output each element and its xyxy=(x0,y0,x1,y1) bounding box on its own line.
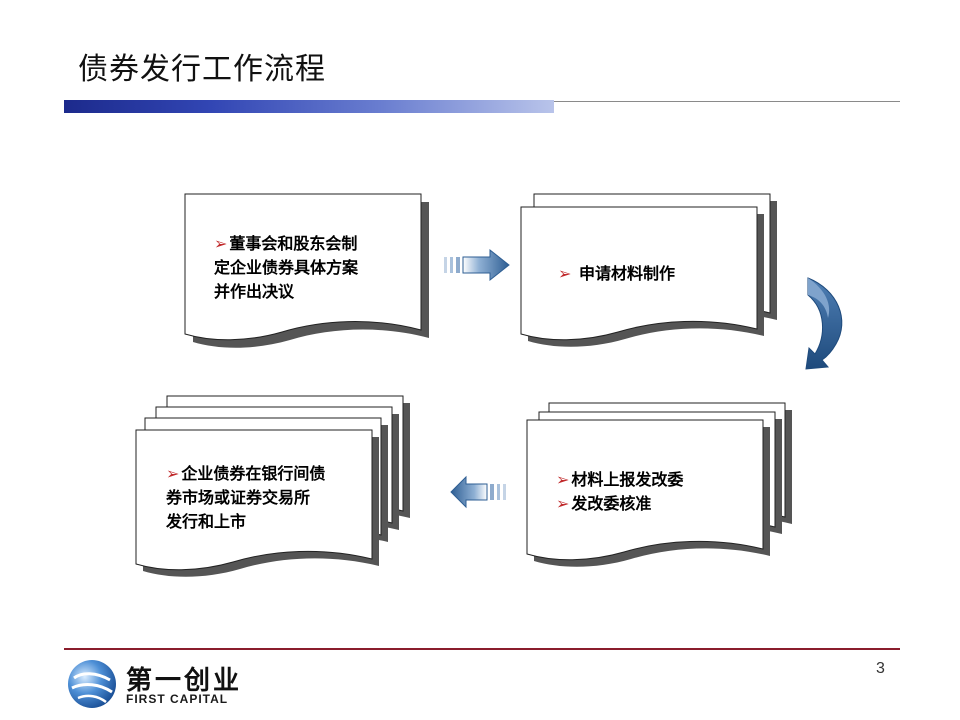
footer-rule xyxy=(64,648,900,650)
step-2-document-stack xyxy=(520,193,777,347)
page-number: 3 xyxy=(876,660,885,677)
title-rule xyxy=(554,101,900,102)
step-4-line-3: 发行和上市 xyxy=(166,512,247,531)
step-1-line-2: 定企业债券具体方案 xyxy=(214,258,359,277)
step-4-page-front xyxy=(135,429,373,571)
bullet-arrow-icon: ➢ xyxy=(166,464,180,483)
bullet-arrow-icon: ➢ xyxy=(214,234,228,253)
arrow-right xyxy=(444,248,510,282)
step-4-document-stack xyxy=(135,395,410,577)
globe-logo-icon xyxy=(68,660,116,708)
step-2-page-front xyxy=(520,206,758,341)
company-logo: 第一创业 FIRST CAPITAL xyxy=(62,650,244,714)
curved-arrow-down xyxy=(805,277,843,370)
step-3-line-2: ➢发改委核准 xyxy=(556,494,652,513)
step-3-text: ➢材料上报发改委 ➢发改委核准 xyxy=(556,468,683,516)
step-4-text: ➢企业债券在银行间债 券市场或证券交易所 发行和上市 xyxy=(166,462,325,534)
step-4-line-1: ➢企业债券在银行间债 xyxy=(166,464,326,483)
step-4-line-2: 券市场或证券交易所 xyxy=(166,488,311,507)
step-1-document xyxy=(184,193,429,348)
bullet-arrow-icon: ➢ xyxy=(556,494,570,513)
step-1-page xyxy=(184,193,422,341)
slide-title: 债券发行工作流程 xyxy=(78,52,326,87)
step-1-text: ➢董事会和股东会制 定企业债券具体方案 并作出决议 xyxy=(214,232,358,304)
step-1-line-3: 并作出决议 xyxy=(214,282,295,301)
step-1-line-1: ➢董事会和股东会制 xyxy=(214,234,358,253)
step-2-text: ➢ 申请材料制作 xyxy=(558,262,675,286)
bullet-arrow-icon: ➢ xyxy=(558,264,572,283)
arrow-left xyxy=(450,475,506,509)
step-3-document-stack xyxy=(526,402,792,567)
step-3-page-front xyxy=(526,419,764,561)
title-gradient-bar xyxy=(64,100,554,113)
step-3-line-1: ➢材料上报发改委 xyxy=(556,470,684,489)
logo-chinese-name: 第一创业 xyxy=(126,666,243,696)
logo-english-name: FIRST CAPITAL xyxy=(126,692,229,706)
step-2-line-1: ➢ 申请材料制作 xyxy=(558,264,675,283)
bullet-arrow-icon: ➢ xyxy=(556,470,570,489)
